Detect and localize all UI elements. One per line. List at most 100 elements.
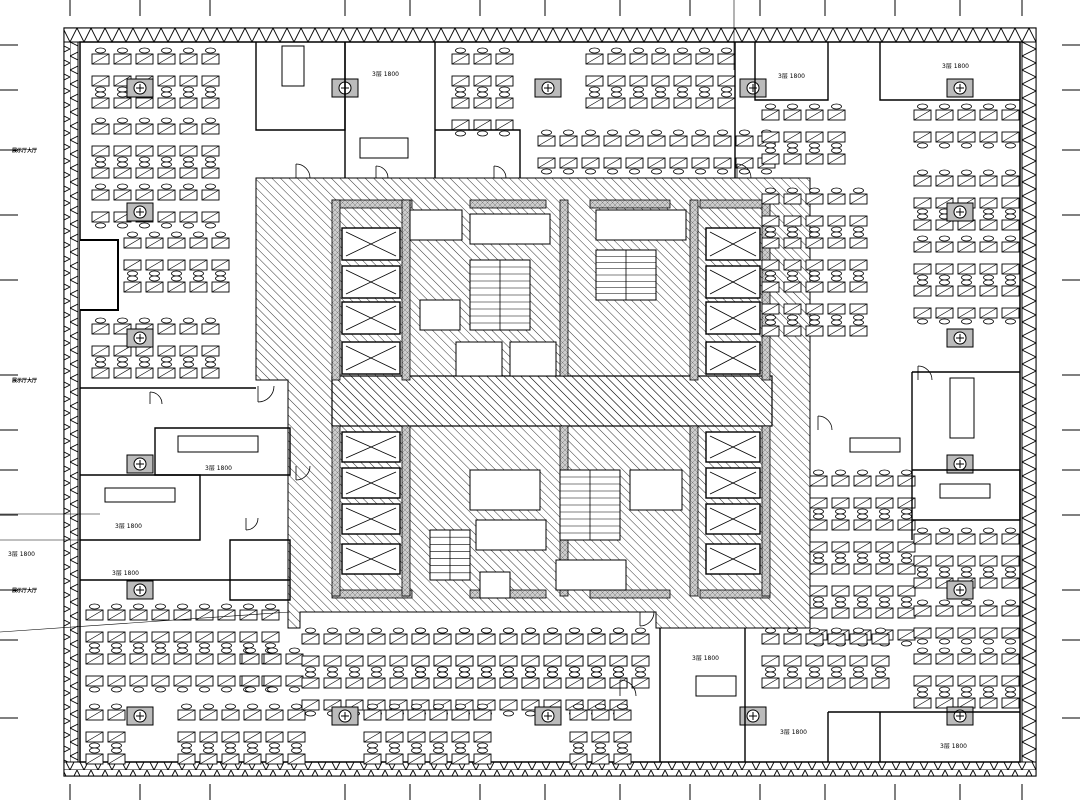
elevator-x-icon xyxy=(705,467,761,499)
elevator-x-icon xyxy=(341,227,401,261)
column-plus-icon xyxy=(534,78,562,98)
workstation-cluster-icon xyxy=(761,627,890,689)
edge-tags: 展示厅大厅 展示厅大厅 展示厅大厅 xyxy=(0,0,735,633)
column-plus-icon xyxy=(126,454,154,474)
column-plus-icon xyxy=(126,706,154,726)
column-plus-icon xyxy=(739,706,767,726)
core-room xyxy=(595,209,687,241)
workstation-cluster-icon xyxy=(123,231,230,293)
core-wall xyxy=(689,425,699,597)
core-wall xyxy=(469,199,547,209)
workstation-cluster-icon xyxy=(91,117,220,179)
core-room xyxy=(555,559,627,591)
column-plus-icon xyxy=(946,580,974,600)
columns xyxy=(126,78,974,726)
edge-tag: 展示厅大厅 xyxy=(11,147,37,154)
room-label: 3层 1800 xyxy=(942,63,969,70)
column-plus-icon xyxy=(126,202,154,222)
core-wall xyxy=(331,589,413,599)
column-plus-icon xyxy=(946,328,974,348)
core-room xyxy=(629,469,683,511)
door-swing-icon xyxy=(736,163,752,179)
column-plus-icon xyxy=(739,78,767,98)
elevator-x-icon xyxy=(341,265,401,299)
core-wall xyxy=(331,199,413,209)
core-rooms xyxy=(331,199,771,599)
core-room xyxy=(509,341,557,377)
workstation-cluster-icon xyxy=(913,599,1020,645)
column-plus-icon xyxy=(126,78,154,98)
elevator-x-icon xyxy=(705,503,761,535)
door-swing-icon xyxy=(295,465,311,481)
elevator-x-icon xyxy=(705,301,761,335)
stair-icon xyxy=(469,259,531,331)
room-label: 3层 1800 xyxy=(372,71,399,78)
door-swing-icon xyxy=(917,365,933,381)
column-plus-icon xyxy=(126,328,154,348)
door-swing-icon xyxy=(639,611,655,627)
workstation-cluster-icon xyxy=(761,187,868,337)
core-room xyxy=(469,213,551,245)
workstation-cluster-icon xyxy=(241,647,304,693)
core-wall xyxy=(401,199,411,381)
core-wall xyxy=(699,199,771,209)
core-wall xyxy=(589,199,671,209)
core-room xyxy=(469,469,541,511)
core-room xyxy=(475,519,547,551)
exterior-wall xyxy=(63,27,1037,777)
workstation-cluster-icon xyxy=(451,47,514,137)
workstation-cluster-icon xyxy=(85,703,126,765)
elevator-x-icon xyxy=(341,431,401,463)
elevator-x-icon xyxy=(705,431,761,463)
room-label: 3层 1800 xyxy=(780,729,807,736)
elevator-x-icon xyxy=(705,265,761,299)
door-swing-icon xyxy=(493,165,507,179)
column-plus-icon xyxy=(331,706,359,726)
workstation-cluster-icon xyxy=(761,103,846,165)
core-wall xyxy=(331,199,341,381)
room-label: 3层 1800 xyxy=(778,73,805,80)
room-label: 3层 1800 xyxy=(940,743,967,750)
room-label: 3层 1800 xyxy=(112,570,139,577)
workstation-cluster-icon xyxy=(363,703,492,765)
stair-icon xyxy=(429,529,471,581)
door-swing-icon xyxy=(257,385,275,403)
column-plus-icon xyxy=(946,454,974,474)
elevator-x-icon xyxy=(341,341,401,375)
core-wall xyxy=(559,199,569,377)
workstation-cluster-icon xyxy=(809,469,916,647)
door-swings xyxy=(149,163,933,697)
elevator-x-icon xyxy=(341,467,401,499)
elevator-x-icon xyxy=(341,301,401,335)
core-room xyxy=(479,571,511,599)
workstation-cluster-icon xyxy=(91,47,220,109)
elevator-x-icon xyxy=(341,543,401,575)
column-plus-icon xyxy=(946,706,974,726)
elevator-x-icon xyxy=(705,543,761,575)
workstation-cluster-icon xyxy=(537,129,776,175)
workstation-cluster-icon xyxy=(913,235,1020,325)
column-plus-icon xyxy=(534,706,562,726)
core-wall xyxy=(589,589,671,599)
elevator-x-icon xyxy=(341,503,401,535)
workstation-cluster-icon xyxy=(913,647,1020,709)
column-plus-icon xyxy=(946,202,974,222)
room-label: 3层 1800 xyxy=(115,523,142,530)
door-swing-icon xyxy=(375,165,389,179)
elevator-x-icon xyxy=(705,227,761,261)
workstation-cluster-icon xyxy=(913,527,1020,589)
door-swing-icon xyxy=(245,517,259,531)
core-wall xyxy=(331,425,341,597)
workstation-cluster-icon xyxy=(91,183,220,229)
room-label: 3层 1800 xyxy=(205,465,232,472)
column-plus-icon xyxy=(946,78,974,98)
door-swing-icon xyxy=(295,163,311,179)
workstation-cluster-icon xyxy=(569,703,632,765)
workstation-cluster-icon xyxy=(585,47,736,109)
core-wall xyxy=(401,425,411,597)
core-wall xyxy=(761,425,771,597)
room-labels: 3层 1800 3层 1800 3层 1800 3层 1800 3层 1800 … xyxy=(8,63,969,750)
room-label: 3层 1800 xyxy=(692,655,719,662)
